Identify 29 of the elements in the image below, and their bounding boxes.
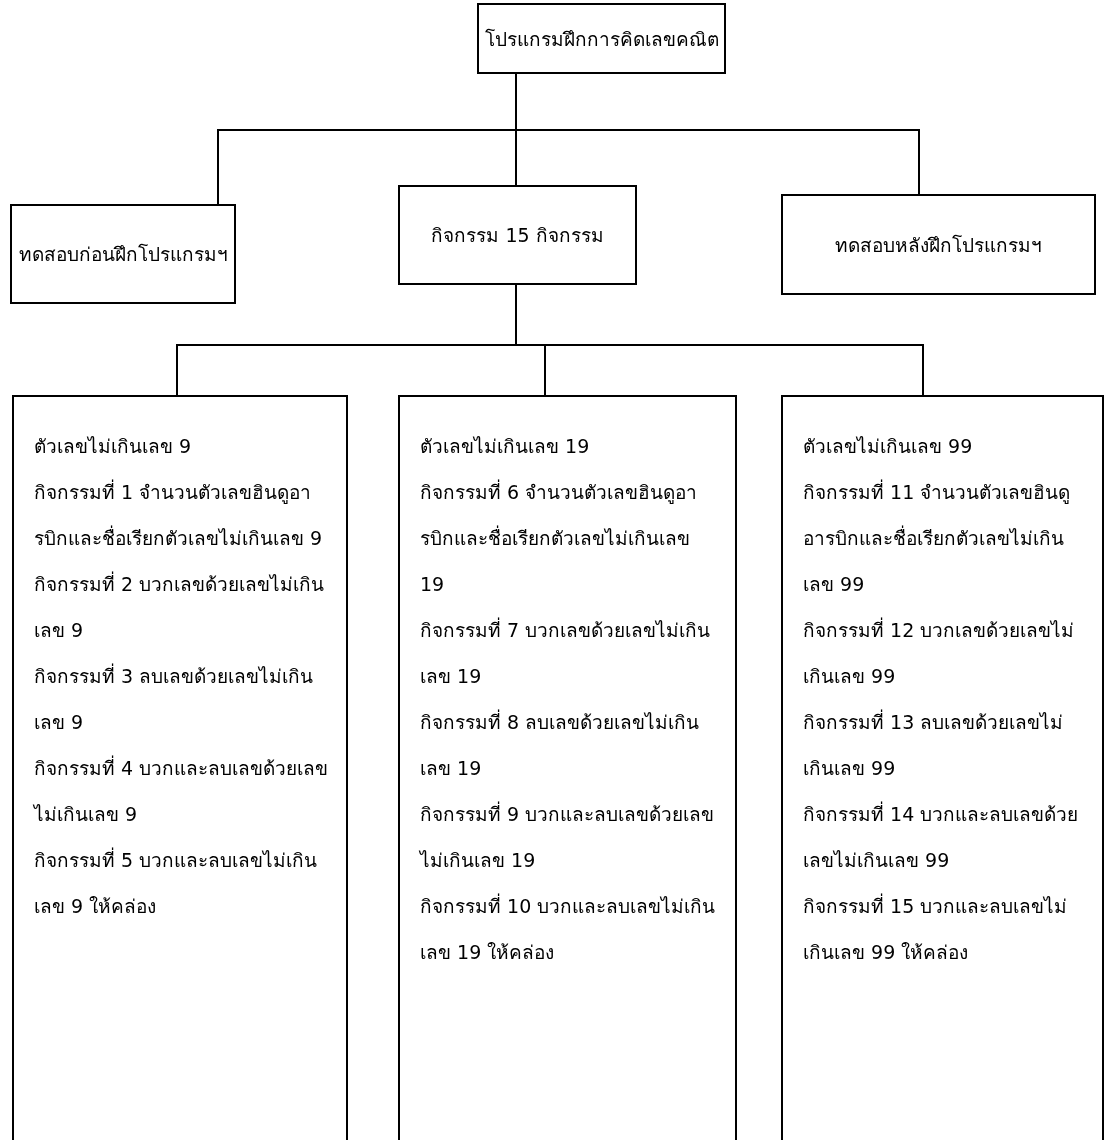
- box-label: โปรแกรมฝึกการคิดเลขคณิต: [484, 26, 719, 52]
- activity-text: กิจกรรมที่ 11 จำนวนตัวเลขฮินดูอารบิกและชื่อเรียกตัวเลขไม่เกินเลข 99: [803, 478, 1072, 597]
- program-box: [477, 3, 726, 74]
- activity-text: กิจกรรมที่ 4 บวกและลบเลขด้วยเลขไม่เกินเลข 9: [34, 754, 330, 827]
- activity-text: กิจกรรมที่ 15 บวกและลบเลขไม่เกินเลข 99 ให้คล่อง: [803, 892, 1069, 965]
- box-label: ทดสอบหลังฝึกโปรแกรมฯ: [835, 232, 1042, 258]
- list-heading: ตัวเลขไม่เกินเลข 19: [420, 434, 591, 459]
- activity-text: กิจกรรมที่ 5 บวกและลบเลขไม่เกินเลข 9 ให้คล่อง: [34, 846, 319, 919]
- posttest-box: [781, 194, 1096, 295]
- box-label: กิจกรรม 15 กิจกรรม: [431, 223, 604, 248]
- activity-list-box: [12, 395, 348, 1140]
- activity-box: [398, 185, 637, 285]
- activity-text: กิจกรรมที่ 8 ลบเลขด้วยเลขไม่เกินเลข 19: [420, 708, 701, 781]
- activity-text: กิจกรรมที่ 13 ลบเลขด้วยเลขไม่เกินเลข 99: [803, 708, 1065, 781]
- activity-text: กิจกรรมที่ 12 บวกเลขด้วยเลขไม่เกินเลข 99: [803, 616, 1076, 689]
- activity-text: กิจกรรมที่ 7 บวกเลขด้วยเลขไม่เกินเลข 19: [420, 616, 712, 689]
- activity-list-box: [398, 395, 737, 1140]
- box-label: ทดสอบก่อนฝึกโปรแกรมฯ: [18, 242, 228, 267]
- activity-list-box: [781, 395, 1104, 1140]
- pretest-box: [10, 204, 236, 304]
- activity-text: กิจกรรมที่ 6 จำนวนตัวเลขฮินดูอารบิกและชื่อเรียกตัวเลขไม่เกินเลข 19: [420, 478, 699, 597]
- list-heading: ตัวเลขไม่เกินเลข 99: [803, 434, 974, 459]
- activity-text: กิจกรรมที่ 9 บวกและลบเลขด้วยเลขไม่เกินเลข 19: [420, 800, 716, 873]
- activity-text: กิจกรรมที่ 1 จำนวนตัวเลขฮินดูอารบิกและชื่อเรียกตัวเลขไม่เกินเลข 9: [34, 478, 324, 551]
- activity-text: กิจกรรมที่ 10 บวกและลบเลขไม่เกินเลข 19 ให้คล่อง: [420, 892, 716, 965]
- activity-text: กิจกรรมที่ 14 บวกและลบเลขด้วยเลขไม่เกินเลข 99: [803, 800, 1080, 873]
- activity-text: กิจกรรมที่ 3 ลบเลขด้วยเลขไม่เกินเลข 9: [34, 662, 315, 735]
- list-heading: ตัวเลขไม่เกินเลข 9: [34, 434, 193, 459]
- activity-text: กิจกรรมที่ 2 บวกเลขด้วยเลขไม่เกินเลข 9: [34, 570, 326, 643]
